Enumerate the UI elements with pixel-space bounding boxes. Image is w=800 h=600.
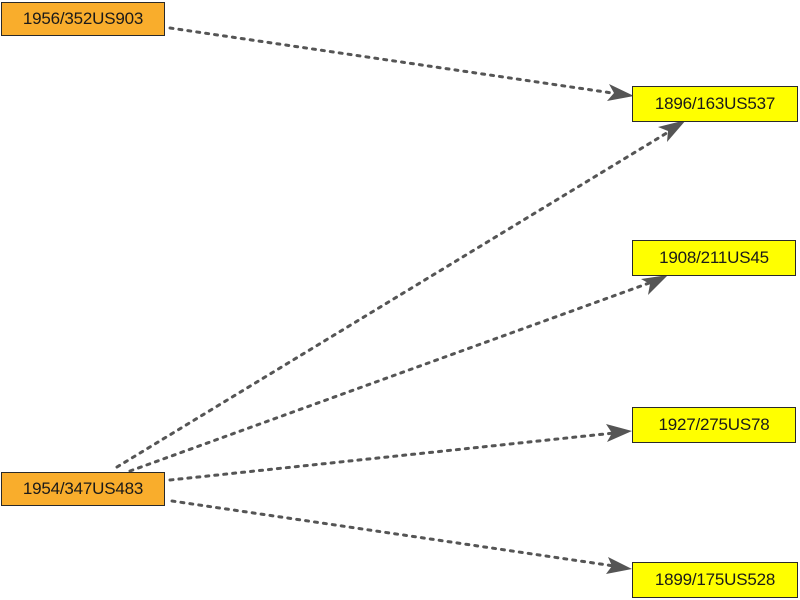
node-1899-175us528[interactable]: 1899/175US528 (632, 562, 798, 598)
arrowhead-icon (658, 120, 686, 142)
arrowhead-icon (606, 424, 632, 442)
node-1896-163us537[interactable]: 1896/163US537 (632, 86, 798, 122)
node-label: 1954/347US483 (22, 479, 144, 498)
node-1954-347us483[interactable]: 1954/347US483 (1, 472, 165, 506)
node-label: 1899/175US528 (654, 570, 776, 589)
node-1908-211us45[interactable]: 1908/211US45 (632, 240, 796, 276)
node-label: 1956/352US903 (22, 9, 144, 28)
node-label: 1908/211US45 (659, 248, 769, 267)
arrowhead-icon (606, 557, 632, 574)
node-1927-275us78[interactable]: 1927/275US78 (632, 407, 796, 443)
edge-1954-to-1896 (115, 120, 686, 469)
arrowhead-icon (607, 84, 634, 101)
edge-1956-to-1896 (168, 26, 634, 101)
node-label: 1896/163US537 (654, 94, 776, 113)
node-1956-352us903[interactable]: 1956/352US903 (1, 2, 165, 36)
node-label: 1927/275US78 (658, 415, 770, 434)
edge-1954-to-1899 (170, 499, 632, 574)
edge-1954-to-1908 (128, 275, 668, 473)
edge-1954-to-1927 (168, 424, 632, 482)
arrowhead-icon (641, 275, 668, 295)
